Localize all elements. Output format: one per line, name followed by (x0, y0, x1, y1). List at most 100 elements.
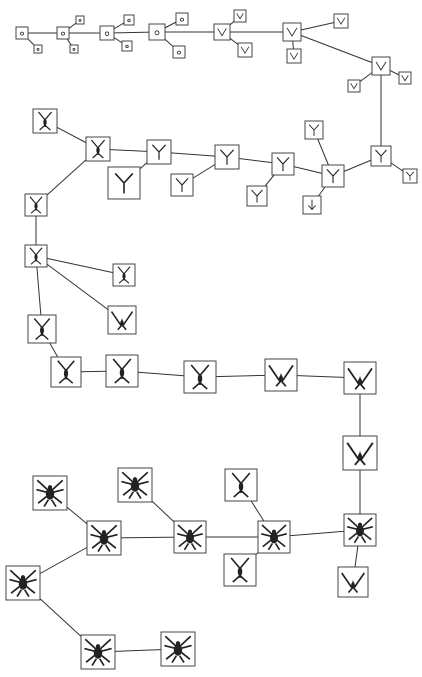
tree-node (402, 168, 418, 184)
insect-icon (36, 479, 64, 508)
node-box (69, 44, 79, 54)
connector-line (291, 31, 382, 67)
tree-node (107, 305, 137, 335)
figure-icon (37, 111, 53, 131)
tree-node (85, 136, 111, 162)
node-box (264, 358, 298, 392)
node-box (398, 71, 412, 85)
insect-icon (90, 524, 118, 553)
dot-icon (154, 30, 160, 36)
tree-node (342, 435, 378, 471)
tree-node (172, 45, 186, 59)
tree-node (75, 15, 85, 25)
tree-node (213, 23, 231, 41)
tree-node (80, 634, 116, 670)
dot-icon (61, 31, 65, 36)
tree-node (246, 185, 268, 207)
tree-node (347, 79, 361, 93)
wide-figure-icon (347, 367, 373, 390)
figure-icon (33, 318, 51, 341)
tree-node (224, 468, 258, 502)
figure-icon (90, 139, 106, 159)
node-box (347, 79, 361, 93)
tree-node (282, 22, 302, 42)
tree-node (337, 566, 369, 598)
tree-node (15, 26, 29, 40)
node-box (15, 26, 29, 40)
node-box (148, 23, 166, 41)
tree-node (302, 195, 322, 215)
insect-icon (261, 524, 287, 551)
v-small-icon (286, 27, 298, 37)
node-box (121, 40, 133, 52)
tree-node (24, 193, 48, 217)
node-box (213, 23, 231, 41)
node-box (183, 360, 217, 394)
tree-node (233, 9, 247, 23)
tree-node (160, 631, 196, 667)
insect-icon (84, 638, 112, 667)
tree-node (271, 152, 295, 176)
y-icon (326, 169, 340, 184)
node-box (175, 12, 189, 26)
y-icon (151, 144, 167, 160)
wide-figure-icon (110, 311, 134, 331)
y-icon (175, 178, 189, 193)
tree-node (146, 139, 172, 165)
node-box (99, 25, 115, 41)
tree-node (86, 520, 122, 556)
tree-node (343, 513, 377, 547)
figure-icon (190, 364, 210, 390)
dot-icon (20, 31, 24, 36)
insect-icon (164, 635, 192, 664)
tree-node (50, 356, 82, 388)
tree-node (56, 26, 70, 40)
node-box (56, 26, 70, 40)
insect-icon (9, 569, 37, 598)
wide-figure-icon (346, 442, 374, 466)
dot-icon (104, 31, 110, 36)
connector-line (35, 255, 125, 276)
tree-node (173, 520, 207, 554)
tree-node (32, 475, 68, 511)
tree-node (33, 44, 43, 54)
tree-node (343, 361, 377, 395)
tree-node (69, 44, 79, 54)
v-small-icon (240, 46, 250, 54)
connector-lines (21, 15, 411, 653)
figure-icon (231, 472, 251, 498)
down-arrow-icon (308, 199, 316, 211)
tree-node (321, 164, 345, 188)
v-small-icon (336, 17, 346, 25)
tree-node (223, 553, 257, 587)
figure-icon (117, 266, 131, 284)
dot-icon (72, 48, 76, 51)
wide-figure-icon (341, 572, 365, 594)
tree-node (370, 145, 392, 167)
dot-icon (177, 50, 181, 55)
dot-icon (78, 18, 82, 22)
node-box (371, 56, 391, 76)
v-small-icon (375, 61, 387, 71)
tree-node (304, 120, 324, 140)
y-icon (251, 189, 263, 203)
y-icon (405, 171, 415, 181)
tree-node (333, 13, 349, 29)
tree-node (371, 56, 391, 76)
wide-figure-icon (268, 364, 294, 387)
tree-node (286, 48, 302, 64)
y-icon (219, 149, 235, 165)
insect-icon (347, 517, 373, 544)
tree-node (398, 71, 412, 85)
figure-icon (230, 557, 250, 583)
figure-icon (29, 196, 43, 214)
tree-node (105, 354, 139, 388)
node-box (75, 15, 85, 25)
v-small-icon (217, 28, 227, 37)
tree-node (264, 358, 298, 392)
node-box (172, 45, 186, 59)
insect-icon (177, 524, 203, 551)
tree-node (170, 173, 194, 197)
dot-icon (125, 44, 129, 49)
node-box (233, 9, 247, 23)
